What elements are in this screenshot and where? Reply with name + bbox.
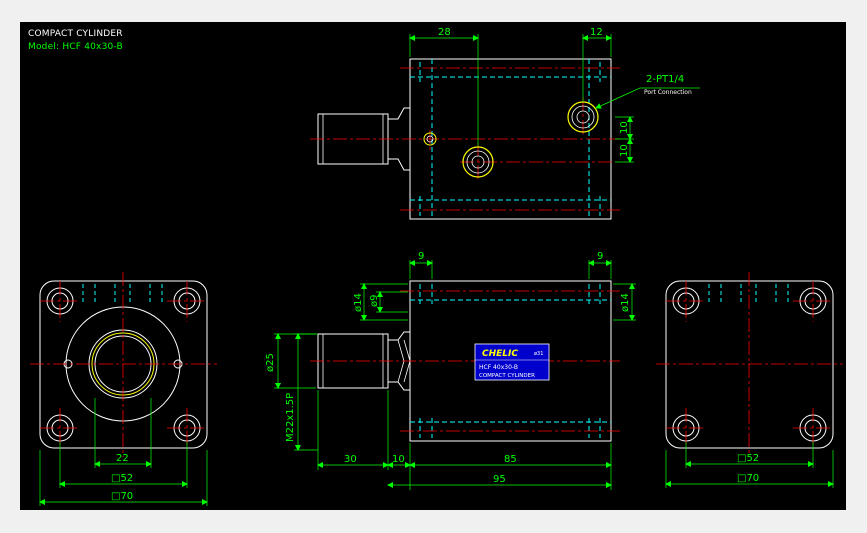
- dim-left-70: □70: [111, 491, 133, 502]
- dim-front-10: 10: [392, 454, 405, 465]
- dim-front-30: 30: [344, 454, 357, 465]
- top-port-1: [462, 146, 494, 178]
- label-size: ø31: [534, 351, 543, 357]
- dim-left-52: □52: [111, 473, 133, 484]
- top-view: 28 12 10 10 2-PT1/4 Port Connection: [310, 27, 700, 220]
- dim-front-9a: 9: [418, 251, 424, 262]
- dim-right-52: □52: [737, 453, 759, 464]
- dim-top-12: 12: [590, 27, 603, 38]
- front-view: CHELIC ø31 HCF 40x30-B COMPACT CYLINDER: [265, 251, 636, 490]
- dim-front-thread: M22x1.5P: [285, 393, 296, 442]
- port-callout: 2-PT1/4: [646, 74, 684, 85]
- drawing-title: COMPACT CYLINDER: [28, 29, 123, 39]
- dim-top-10b: 10: [619, 144, 630, 157]
- drawing-model: Model: HCF 40x30-B: [28, 42, 123, 52]
- label-model: HCF 40x30-B: [479, 364, 518, 371]
- dim-front-d25: ø25: [265, 353, 276, 372]
- dim-front-d14a: ø14: [353, 293, 364, 312]
- dim-front-d9: ø9: [369, 295, 380, 307]
- dim-front-85: 85: [504, 454, 517, 465]
- right-view: □52 □70: [656, 272, 843, 488]
- dim-right-70: □70: [737, 473, 759, 484]
- dim-front-d14b: ø14: [620, 293, 631, 312]
- dim-top-10a: 10: [619, 121, 630, 134]
- drawing-frame: 28 12 10 10 2-PT1/4 Port Connection: [20, 22, 846, 510]
- dim-front-9b: 9: [597, 251, 603, 262]
- left-view: 22 □52 □70: [30, 272, 217, 506]
- label-name: COMPACT CYLINDER: [479, 373, 535, 379]
- port-note: Port Connection: [644, 89, 692, 96]
- label-brand: CHELIC: [482, 349, 518, 359]
- dim-top-28: 28: [438, 27, 451, 38]
- left-view-body: [39, 280, 208, 449]
- dim-left-22: 22: [116, 453, 129, 464]
- label-plate: CHELIC ø31 HCF 40x30-B COMPACT CYLINDER: [474, 343, 550, 381]
- dim-front-95: 95: [493, 474, 506, 485]
- cad-drawing: 28 12 10 10 2-PT1/4 Port Connection: [30, 27, 843, 506]
- right-view-body: [665, 280, 834, 449]
